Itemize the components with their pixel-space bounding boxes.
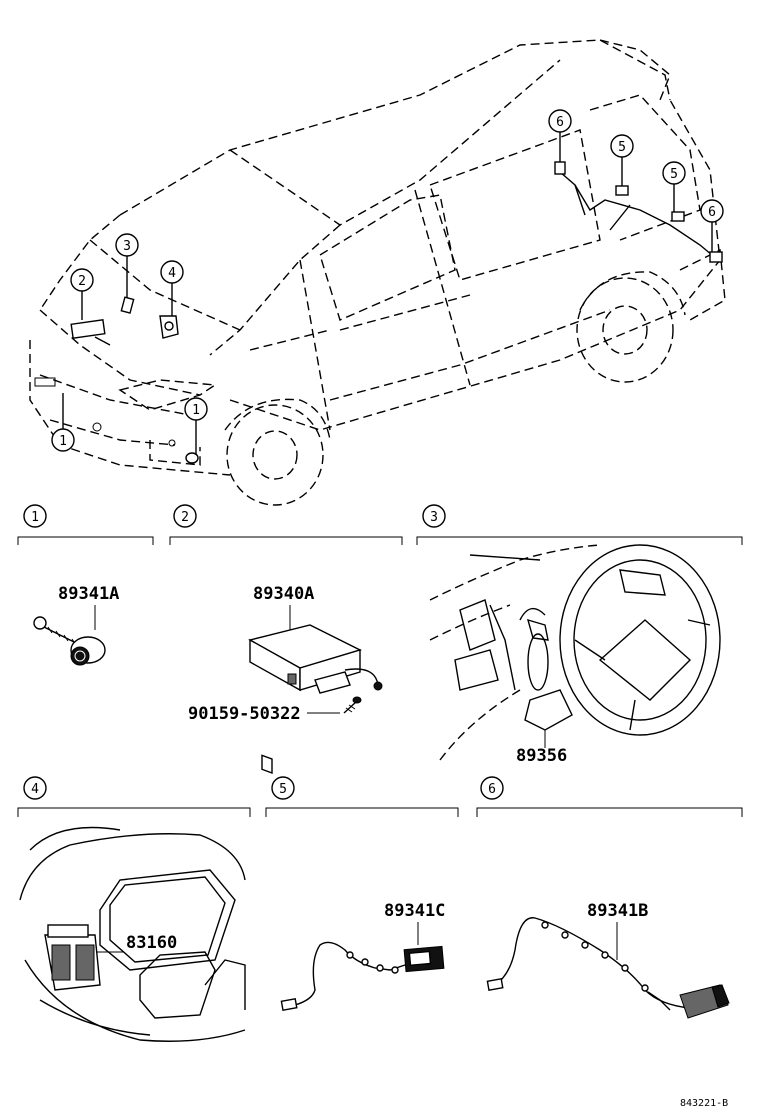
part-number-83160: 83160: [126, 933, 177, 953]
callout-circle-1b: [184, 397, 208, 421]
back-sonar-sensor-drawing: [33, 616, 106, 666]
computer-assembly-drawing: [248, 624, 383, 774]
part-number-89340A: 89340A: [253, 584, 314, 604]
section-3: 3 89356: [416, 504, 743, 766]
callout-circle-5a: [610, 134, 634, 158]
section-5-number: 5: [279, 782, 287, 797]
dashboard-steering-drawing: [429, 544, 721, 761]
callout-label-4: 4: [168, 266, 176, 281]
section-4-number: 4: [31, 782, 39, 797]
callout-label-1b: 1: [192, 403, 200, 418]
callout-label-5a: 5: [618, 140, 626, 155]
part-number-89341B: 89341B: [587, 901, 648, 921]
section-6-number: 6: [488, 782, 496, 797]
part-number-90159-50322: 90159-50322: [188, 704, 301, 724]
vehicle-components: [70, 161, 723, 464]
section-1: 1 89341A: [17, 504, 154, 666]
callout-circle-4: [160, 260, 184, 284]
callout-circle-5b: [662, 161, 686, 185]
screw-drawing: [343, 696, 362, 714]
callout-label-2: 2: [78, 274, 86, 289]
callout-label-3: 3: [123, 239, 131, 254]
switch-panel-drawing: [19, 826, 246, 1042]
section-1-number: 1: [31, 510, 39, 525]
callout-label-1a: 1: [59, 434, 67, 449]
section-2: 2 89340A 90159-50322: [169, 504, 403, 774]
callout-circle-3: [115, 233, 139, 257]
callout-circle-2: [70, 268, 94, 292]
callout-circle-6b: [700, 199, 724, 223]
callout-circle-6a: [548, 109, 572, 133]
part-number-89341C: 89341C: [384, 901, 445, 921]
vehicle-illustration: [29, 39, 726, 506]
callout-circle-1a: [51, 428, 75, 452]
section-5: 5 89341C: [265, 776, 459, 1011]
callout-label-6a: 6: [556, 115, 564, 130]
section-3-number: 3: [430, 510, 438, 525]
callout-markers: 1 1 2 3 4 5 5 6 6: [51, 109, 724, 455]
section-6: 6 89341B: [476, 776, 743, 1019]
reference-code: 843221-B: [680, 1098, 728, 1109]
callout-label-6b: 6: [708, 205, 716, 220]
part-number-89356: 89356: [516, 746, 567, 766]
part-number-89341A: 89341A: [58, 584, 119, 604]
sensor-harness-6-drawing: [486, 917, 730, 1019]
sensor-harness-5-drawing: [280, 941, 445, 1011]
section-2-number: 2: [181, 510, 189, 525]
section-4: 4 83160: [17, 776, 251, 1042]
callout-label-5b: 5: [670, 167, 678, 182]
